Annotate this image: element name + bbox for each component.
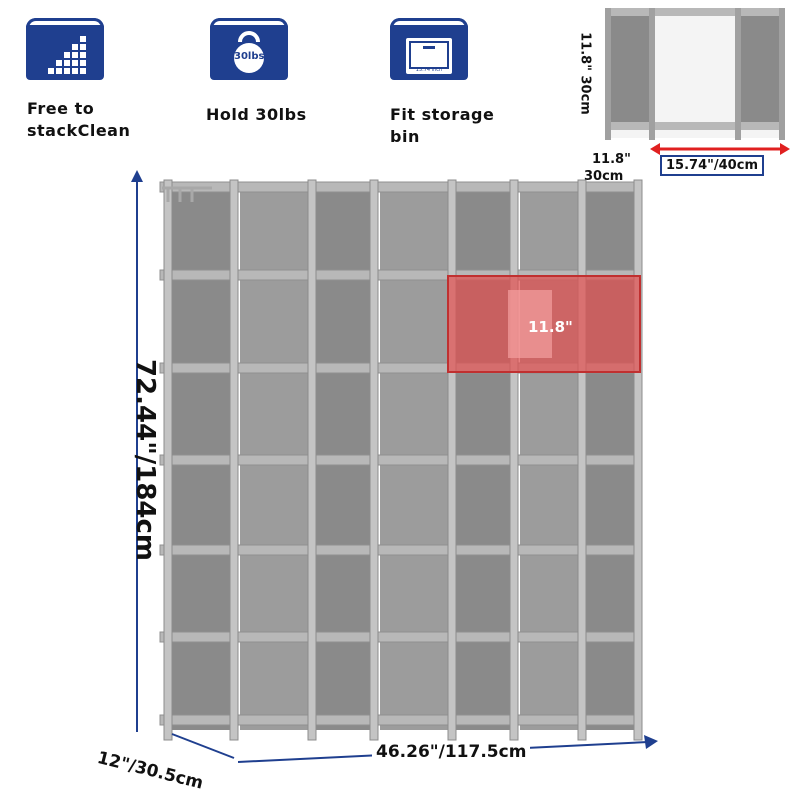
depth-arrow — [171, 733, 235, 759]
feature-label-bin: Fit storage bin — [390, 105, 495, 146]
cube-depth-label-bottom: 30cm — [584, 169, 624, 184]
feature-label-weight: Hold 30lbs — [206, 105, 307, 124]
cube-height-label: 11.8" 30cm — [577, 32, 593, 115]
stack-blocks-icon — [48, 36, 86, 74]
bin-size-text: 15.74 inch — [415, 67, 443, 73]
weight-badge: 30lbs — [210, 18, 288, 80]
kettlebell-icon — [234, 31, 264, 73]
stack-badge — [26, 18, 104, 80]
highlight-cube-label: 11.8" — [528, 318, 573, 336]
kettlebell-text: 30lbs — [234, 51, 265, 62]
cube-width-label: 15.74"/40cm — [660, 155, 764, 176]
storage-bin-icon — [406, 38, 452, 74]
cube-width-arrow — [650, 143, 790, 155]
cube-depth-label-top: 11.8" — [592, 152, 631, 167]
shelf-image — [159, 179, 643, 741]
bin-badge: 15.74 inch — [390, 18, 468, 80]
height-arrow — [131, 170, 143, 732]
single-cube-image — [605, 8, 785, 140]
feature-label-stack: Free to stackClean — [27, 99, 131, 140]
width-label: 46.26"/117.5cm — [372, 742, 531, 762]
height-label: 72.44"/184cm — [130, 358, 160, 562]
